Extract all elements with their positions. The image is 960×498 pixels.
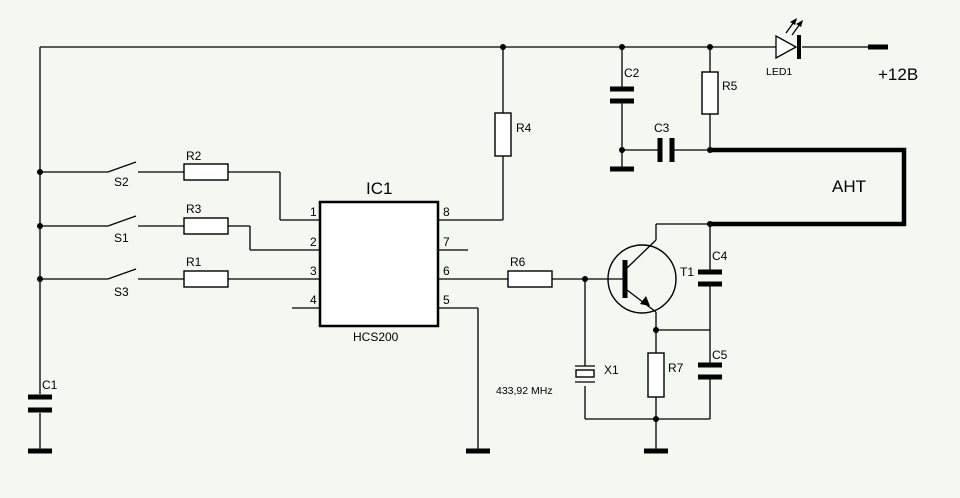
resistor-r4: R4 [494,112,532,157]
pin-7-label: 7 [443,235,450,249]
resistor-r6: R6 [507,255,553,288]
antenna-loop [710,147,907,227]
resistor-r1: R1 [183,255,229,288]
resistor-r3: R3 [183,202,229,235]
pin-3-label: 3 [310,264,317,278]
switch-s1-label: S1 [114,231,129,245]
light-arrows-icon [785,18,803,36]
pin-2-label: 2 [310,235,317,249]
ic-hcs200: IC1 HCS200 1 2 3 4 8 7 6 5 [310,179,450,344]
transistor-t1: T1 [607,239,694,314]
capacitor-c3-label: C3 [654,121,670,135]
antenna-label: АНТ [832,177,866,196]
resistor-r7: R7 [647,352,684,398]
resistor-r5-label: R5 [722,79,738,93]
capacitor-c3: C3 [654,121,675,162]
crystal-frequency-label: 433,92 MHz [496,385,553,397]
resistor-r7-label: R7 [668,361,684,375]
resistor-r4-label: R4 [516,121,532,135]
pin-8-label: 8 [443,205,450,219]
led-led1: LED1 [766,18,803,78]
supply-label: +12В [878,65,918,84]
ic-part-label: HCS200 [353,330,399,344]
resistor-r3-label: R3 [186,202,202,216]
wires [39,46,868,450]
ic-label: IC1 [366,179,392,198]
resistor-r2: R2 [183,149,229,181]
pin-6-label: 6 [443,264,450,278]
pin-1-label: 1 [310,205,317,219]
capacitor-c2-label: C2 [624,66,640,80]
capacitor-c1: C1 [28,378,58,413]
led-label: LED1 [766,66,792,78]
crystal-x1-label: X1 [604,363,619,377]
resistor-r1-label: R1 [186,255,202,269]
transistor-t1-label: T1 [680,265,694,279]
resistor-r5: R5 [701,71,738,115]
capacitor-c1-label: C1 [42,378,58,392]
junction-dots [37,44,713,422]
switch-s3-label: S3 [114,285,129,299]
capacitor-c5-label: C5 [712,348,728,362]
switch-s3: S3 [107,268,137,299]
switch-s2: S2 [107,161,137,189]
ground-symbols [28,166,668,454]
pin-4-label: 4 [310,293,317,307]
capacitor-c2: C2 [610,66,640,104]
capacitor-c4-label: C4 [712,249,728,263]
capacitor-c5: C5 [698,348,728,380]
crystal-x1: X1 433,92 MHz [496,363,619,397]
capacitor-c4: C4 [698,249,728,287]
switch-s2-label: S2 [114,175,129,189]
pin-5-label: 5 [443,293,450,307]
resistor-r2-label: R2 [186,149,202,163]
resistor-r6-label: R6 [510,255,526,269]
switch-s1: S1 [107,215,137,245]
